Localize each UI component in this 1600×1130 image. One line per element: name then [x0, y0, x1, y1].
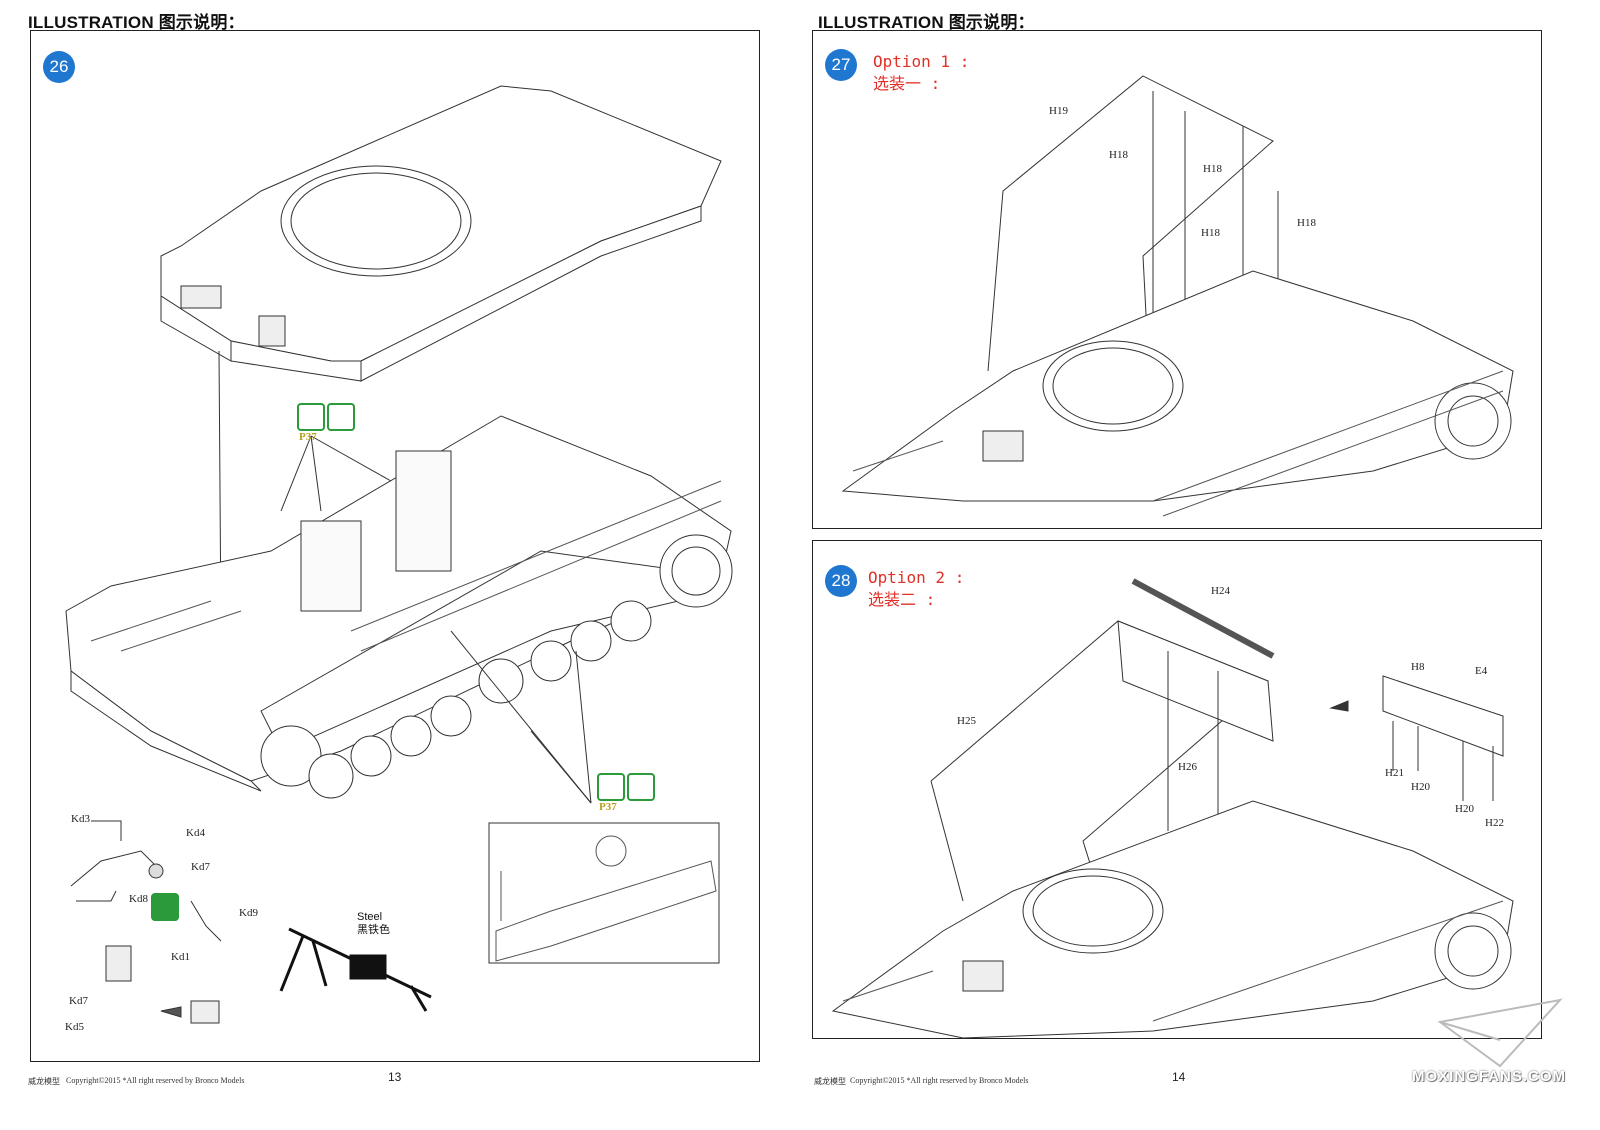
part-label-kd8: Kd8	[129, 893, 148, 905]
option-2-en: Option 2 :	[868, 568, 965, 587]
assembly-icon	[151, 893, 179, 921]
step-number: 27	[825, 49, 857, 81]
tank-hull-drawing	[65, 85, 733, 1024]
step-27-panel: 27 Option 1 : 选装一 :	[812, 30, 1542, 529]
part-label-h24: H24	[1211, 585, 1230, 597]
part-label-kd7: Kd7	[191, 861, 210, 873]
part-label-kd7-b: Kd7	[69, 995, 88, 1007]
page-number-right: 14	[1172, 1070, 1186, 1084]
option-2-drawing	[831, 578, 1514, 1038]
step-28-panel: 28 Option 2 : 选装二 :	[812, 540, 1542, 1039]
footer-copyright-left: Copyright©2015 *All right reserved by Br…	[66, 1076, 245, 1085]
part-label-h8: H8	[1411, 661, 1425, 673]
footer-brand-right: 威龙模型	[814, 1077, 846, 1086]
part-label-h18-d: H18	[1297, 217, 1316, 229]
glue-icon	[597, 773, 625, 801]
option-1-cn: 选装一 :	[873, 74, 941, 93]
paint-icon	[627, 773, 655, 801]
part-label-h18-c: H18	[1201, 227, 1220, 239]
option-1-label: Option 1 : 选装一 :	[873, 51, 969, 95]
footer-copyright-right: Copyright©2015 *All right reserved by Br…	[850, 1076, 1029, 1085]
right-page: ILLUSTRATION 图示说明： 27 Option 1 : 选装一 :	[800, 0, 1600, 1130]
part-label-kd9: Kd9	[239, 907, 258, 919]
part-label-kd4: Kd4	[186, 827, 205, 839]
paint-icon	[327, 403, 355, 431]
part-label-e4: E4	[1475, 665, 1488, 677]
part-label-h20-a: H20	[1411, 781, 1430, 793]
steel-label-cn: 黑铁色	[357, 924, 390, 936]
part-label-kd5: Kd5	[65, 1021, 84, 1033]
steel-color-note: Steel 黑铁色	[357, 911, 390, 937]
part-label-kd1: Kd1	[171, 951, 190, 963]
option-2-cn: 选装二 :	[868, 590, 936, 609]
part-label-h19: H19	[1049, 105, 1068, 117]
part-label-h22: H22	[1485, 817, 1504, 829]
part-label-h18-b: H18	[1203, 163, 1222, 175]
paper-plane-logo-icon	[1437, 998, 1563, 1068]
part-label-h21: H21	[1385, 767, 1404, 779]
step-number: 26	[43, 51, 75, 83]
footer-brand-left: 威龙模型	[28, 1077, 60, 1086]
option-1-drawing	[841, 75, 1514, 517]
part-label-kd3: Kd3	[71, 813, 90, 825]
step-number: 28	[825, 565, 857, 597]
part-label-h18-a: H18	[1109, 149, 1128, 161]
left-page: ILLUSTRATION 图示说明： 26	[0, 0, 790, 1130]
glue-icon	[297, 403, 325, 431]
option-1-en: Option 1 :	[873, 52, 970, 71]
option-2-label: Option 2 : 选装二 :	[868, 567, 964, 611]
watermark: MOXINGFANS.COM	[1412, 1068, 1567, 1085]
part-label-h20-b: H20	[1455, 803, 1474, 815]
paint-reference-upper: P37	[299, 431, 317, 443]
page-header-left: ILLUSTRATION 图示说明：	[28, 13, 245, 32]
page-header-right: ILLUSTRATION 图示说明：	[818, 13, 1035, 32]
part-label-h25: H25	[957, 715, 976, 727]
part-label-h26: H26	[1178, 761, 1197, 773]
page-number-left: 13	[388, 1070, 402, 1084]
paint-reference-lower: P37	[599, 801, 617, 813]
steel-label-en: Steel	[357, 911, 383, 923]
step-26-panel: 26	[30, 30, 760, 1062]
